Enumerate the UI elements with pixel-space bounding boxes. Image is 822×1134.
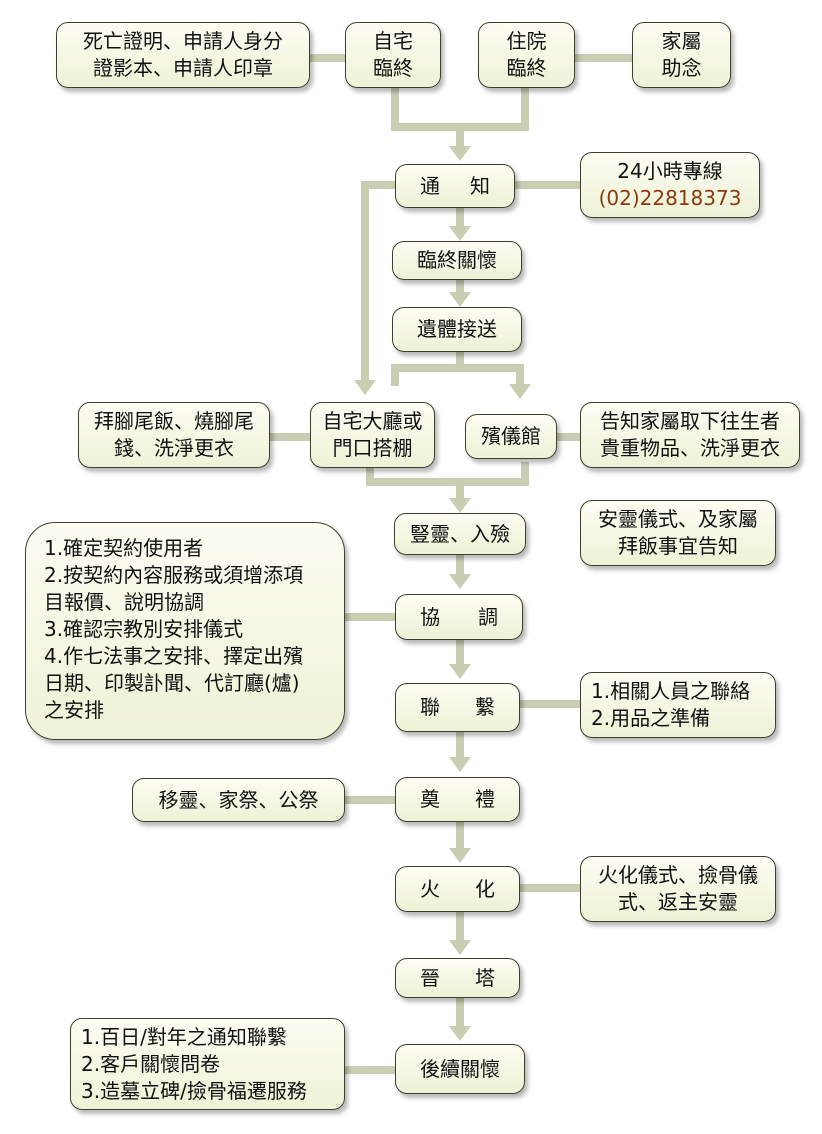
home-death-box: 自宅 臨終 xyxy=(345,22,441,88)
ritual-note: 安靈儀式、及家屬 拜飯事宜告知 xyxy=(580,500,776,566)
funeral-home-note-line1: 告知家屬取下往生者 xyxy=(600,409,780,433)
ceremony-char-2: 禮 xyxy=(475,787,495,811)
ritual-note-line1: 安靈儀式、及家屬 xyxy=(598,507,758,531)
coordinate-note-line6: 日期、印製訃聞、代訂廳(爐) xyxy=(44,671,300,695)
ceremony-note: 移靈、家祭、公祭 xyxy=(132,778,345,822)
home-hall-line2: 門口搭棚 xyxy=(332,436,413,460)
coordinate-note-line7: 之安排 xyxy=(44,698,104,722)
notify-char-1: 通 xyxy=(420,173,440,198)
ceremony-step: 奠 禮 xyxy=(395,777,520,822)
followup-care-step: 後續關懷 xyxy=(395,1044,525,1094)
coordinate-note-line1: 1.確定契約使用者 xyxy=(44,536,204,560)
tower-char-2: 塔 xyxy=(475,965,495,990)
coordinate-char-1: 協 xyxy=(420,604,440,629)
funeral-home-note: 告知家屬取下往生者 貴重物品、洗淨更衣 xyxy=(580,402,800,468)
cremation-char-2: 化 xyxy=(475,876,495,901)
ceremony-note-label: 移靈、家祭、公祭 xyxy=(158,787,319,812)
home-ritual-note-line1: 拜腳尾飯、燒腳尾 xyxy=(94,409,254,433)
ceremony-char-1: 奠 xyxy=(420,787,440,811)
body-transfer-step: 遺體接送 xyxy=(392,307,522,352)
followup-care-label: 後續關懷 xyxy=(420,1056,500,1081)
cremation-step: 火 化 xyxy=(395,866,520,912)
cremation-char-1: 火 xyxy=(420,876,440,901)
family-chanting-line2: 助念 xyxy=(661,56,702,80)
notify-step: 通 知 xyxy=(395,164,515,208)
coordinate-note: 1.確定契約使用者 2.按契約內容服務或須增添項 目報價、說明協調 3.確認宗教… xyxy=(25,522,345,740)
hotline-label: 24小時專線 xyxy=(617,159,723,183)
notify-char-2: 知 xyxy=(470,173,490,198)
contact-char-2: 繫 xyxy=(475,695,495,719)
required-documents-line1: 死亡證明、申請人身分 xyxy=(83,29,283,53)
coordinate-note-line3: 目報價、說明協調 xyxy=(44,590,204,614)
followup-note-line1: 1.百日/對年之通知聯繫 xyxy=(81,1024,287,1049)
contact-char-1: 聯 xyxy=(420,695,440,719)
end-of-life-care-step: 臨終關懷 xyxy=(392,241,522,280)
followup-note-line2: 2.客戶關懷問卷 xyxy=(81,1051,221,1076)
family-chanting-box: 家屬 助念 xyxy=(632,22,731,88)
contact-step: 聯 繫 xyxy=(395,683,520,732)
funeral-home-note-line2: 貴重物品、洗淨更衣 xyxy=(600,436,780,460)
home-ritual-note-line2: 錢、洗淨更衣 xyxy=(114,436,234,460)
body-transfer-label: 遺體接送 xyxy=(417,317,497,341)
coordinate-note-line4: 3.確認宗教別安排儀式 xyxy=(44,617,244,641)
home-death-line1: 自宅 xyxy=(373,29,413,53)
family-chanting-line1: 家屬 xyxy=(661,29,702,53)
setup-coffining-step: 豎靈、入殮 xyxy=(394,513,526,555)
hotline-number: (02)22818373 xyxy=(598,186,742,210)
required-documents-box: 死亡證明、申請人身分 證影本、申請人印章 xyxy=(56,22,310,88)
setup-coffining-label: 豎靈、入殮 xyxy=(410,521,510,546)
cremation-note-line2: 式、返主安靈 xyxy=(618,890,738,914)
funeral-home-label: 殯儀館 xyxy=(481,424,541,448)
home-ritual-note: 拜腳尾飯、燒腳尾 錢、洗淨更衣 xyxy=(78,402,270,468)
contact-note: 1.相關人員之聯絡 2.用品之準備 xyxy=(580,672,776,738)
contact-note-line1: 1.相關人員之聯絡 xyxy=(591,679,751,703)
tower-char-1: 晉 xyxy=(420,965,440,990)
home-death-line2: 臨終 xyxy=(373,56,413,80)
required-documents-line2: 證影本、申請人印章 xyxy=(93,56,273,80)
hotline-box: 24小時專線 (02)22818373 xyxy=(580,152,760,218)
home-hall-box: 自宅大廳或 門口搭棚 xyxy=(310,402,435,468)
ritual-note-line2: 拜飯事宜告知 xyxy=(618,534,738,558)
hospital-death-box: 住院 臨終 xyxy=(478,22,575,88)
funeral-home-box: 殯儀館 xyxy=(465,414,557,459)
followup-note: 1.百日/對年之通知聯繫 2.客戶關懷問卷 3.造墓立碑/撿骨福遷服務 xyxy=(70,1018,345,1110)
cremation-note: 火化儀式、撿骨儀 式、返主安靈 xyxy=(580,856,776,922)
tower-placement-step: 晉 塔 xyxy=(395,958,520,998)
coordinate-char-2: 調 xyxy=(478,604,498,629)
cremation-note-line1: 火化儀式、撿骨儀 xyxy=(598,863,758,887)
followup-note-line3: 3.造墓立碑/撿骨福遷服務 xyxy=(81,1078,307,1103)
hospital-death-line2: 臨終 xyxy=(506,56,547,80)
coordinate-note-line2: 2.按契約內容服務或須增添項 xyxy=(44,563,304,587)
end-of-life-care-label: 臨終關懷 xyxy=(417,248,497,272)
hospital-death-line1: 住院 xyxy=(506,29,547,53)
contact-note-line2: 2.用品之準備 xyxy=(591,706,711,730)
coordinate-step: 協 調 xyxy=(395,594,523,640)
home-hall-line1: 自宅大廳或 xyxy=(322,409,423,433)
coordinate-note-line5: 4.作七法事之安排、擇定出殯 xyxy=(44,644,304,668)
